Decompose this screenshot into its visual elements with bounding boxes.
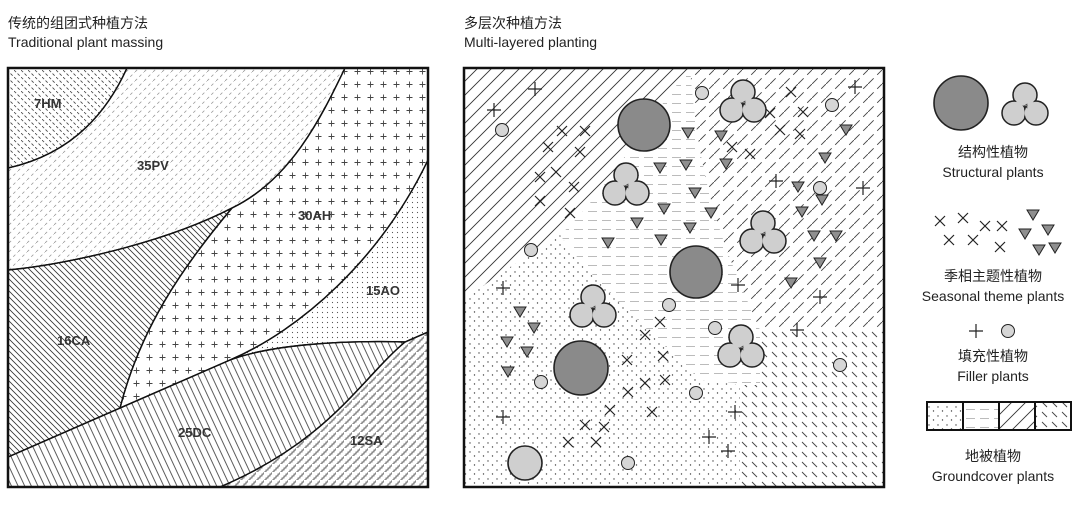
legend-groundcover-en: Groundcover plants <box>931 468 1055 484</box>
label-7hm: 7HM <box>34 96 61 111</box>
legend-seasonal-icons <box>934 209 1062 256</box>
right-title: 多层次种植方法 Multi-layered planting <box>464 14 597 52</box>
legend-filler-en: Filler plants <box>957 368 1029 384</box>
right-title-zh: 多层次种植方法 <box>464 15 562 31</box>
left-title-en: Traditional plant massing <box>8 34 164 50</box>
label-25dc: 25DC <box>178 425 212 440</box>
legend-seasonal-en: Seasonal theme plants <box>921 288 1065 304</box>
legend-seasonal: 季相主题性植物 Seasonal theme plants <box>908 266 1078 306</box>
ground-diag-dash <box>690 68 884 330</box>
label-15ao: 15AO <box>366 283 400 298</box>
legend-filler-zh: 填充性植物 <box>958 348 1028 364</box>
legend-groundcover-swatches <box>926 401 1072 431</box>
left-frame <box>6 66 430 489</box>
label-35pv: 35PV <box>137 158 169 173</box>
structural-trees <box>507 98 723 481</box>
structural-trefoil-icon <box>1001 82 1049 126</box>
legend-groundcover: 地被植物 Groundcover plants <box>908 446 1078 486</box>
ground-back-dash <box>740 330 884 487</box>
label-12sa: 12SA <box>350 433 383 448</box>
region-labels: 7HM 35PV 16CA 30AH 15AO 25DC 12SA <box>34 96 400 448</box>
left-title-zh: 传统的组团式种植方法 <box>8 15 148 31</box>
ground-horizontal <box>560 68 760 385</box>
legend-structural-en: Structural plants <box>942 164 1044 180</box>
label-16ca: 16CA <box>57 333 91 348</box>
legend-groundcover-zh: 地被植物 <box>965 448 1021 464</box>
legend-filler: 填充性植物 Filler plants <box>908 346 1078 386</box>
right-frame <box>462 66 886 489</box>
legend-filler-icons <box>968 323 1015 339</box>
multilayer-plan <box>462 66 886 489</box>
legend-seasonal-zh: 季相主题性植物 <box>944 268 1042 284</box>
legend-structural-zh: 结构性植物 <box>958 144 1028 160</box>
legend-structural-icons <box>933 75 1049 131</box>
label-30ah: 30AH <box>298 208 331 223</box>
legend-structural: 结构性植物 Structural plants <box>908 142 1078 182</box>
massing-plan <box>6 66 430 489</box>
left-title: 传统的组团式种植方法 Traditional plant massing <box>8 14 163 52</box>
right-title-en: Multi-layered planting <box>464 34 598 50</box>
structural-tree-icon <box>933 75 989 131</box>
